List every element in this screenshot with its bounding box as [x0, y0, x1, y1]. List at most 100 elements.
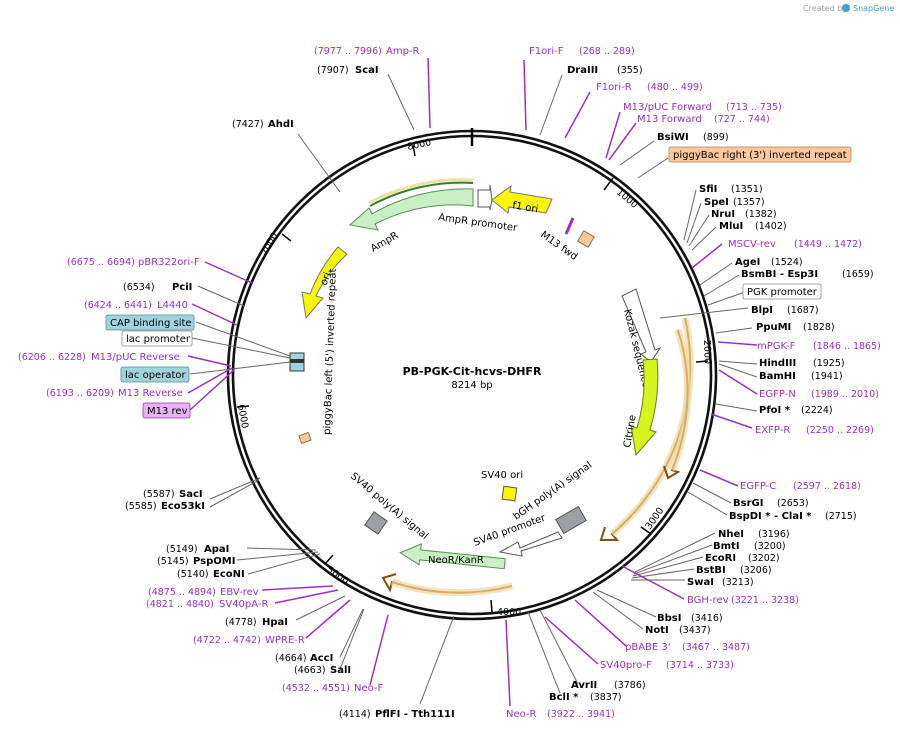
- svg-text:DraIII: DraIII: [567, 65, 598, 76]
- primer-m13-reverse[interactable]: (6193 .. 6209)M13 Reverse: [46, 388, 183, 399]
- piggybac-left-marker[interactable]: [298, 431, 312, 445]
- enzyme-acci[interactable]: (4664)AccI: [275, 653, 333, 664]
- primer-amp-r[interactable]: (7977 .. 7996)Amp-R: [314, 46, 420, 57]
- primer-m13-forward[interactable]: M13 Forward(727 .. 744): [637, 114, 770, 125]
- svg-text:(355): (355): [617, 65, 643, 76]
- enzyme-avrii[interactable]: AvrII(3786): [571, 680, 646, 691]
- enzyme-bstbi[interactable]: BstBI(3206): [696, 565, 772, 576]
- primer-m13-puc-reverse[interactable]: (6206 .. 6228)M13/pUC Reverse: [18, 352, 180, 363]
- enzyme-mlui[interactable]: MluI(1402): [719, 221, 787, 232]
- primer-bgh-rev[interactable]: BGH-rev(3221 .. 3238): [687, 595, 799, 606]
- svg-text:(6534): (6534): [123, 282, 155, 293]
- label-pgk-promoter[interactable]: PGK promoter: [742, 283, 822, 300]
- svg-text:(2597 .. 2618): (2597 .. 2618): [793, 481, 861, 492]
- ampr-arrow[interactable]: [348, 188, 474, 231]
- svg-text:BstBI: BstBI: [696, 565, 726, 576]
- ori-arrow[interactable]: [301, 246, 348, 320]
- label-m13-rev[interactable]: M13 rev: [142, 402, 191, 419]
- primer-f1ori-f[interactable]: F1ori-F(268 .. 289): [529, 46, 635, 57]
- enzyme-spei[interactable]: SpeI(1357): [704, 197, 765, 208]
- enzyme-nrui[interactable]: NruI(1382): [711, 209, 777, 220]
- m13-fwd-label: M13 fwd: [538, 229, 579, 262]
- primer-wpre-r[interactable]: (4722 .. 4742)WPRE-R: [193, 635, 305, 646]
- kozak-arrow[interactable]: [621, 288, 662, 363]
- label-lac-promoter[interactable]: lac promoter: [121, 330, 193, 347]
- enzyme-agei[interactable]: AgeI(1524): [735, 257, 803, 268]
- ampr-promoter-arrow[interactable]: [477, 184, 493, 211]
- enzyme-apai[interactable]: (5149)ApaI: [166, 544, 229, 555]
- primer-mscv-rev[interactable]: MSCV-rev(1449 .. 1472): [728, 239, 862, 250]
- primer-sv40pro-f[interactable]: SV40pro-F(3714 .. 3733): [600, 660, 734, 671]
- svg-text:(4663): (4663): [294, 665, 326, 676]
- primer-f1ori-r[interactable]: F1ori-R(480 .. 499): [596, 82, 703, 93]
- primer-neo-r[interactable]: Neo-R(3922 .. 3941): [506, 709, 615, 720]
- primer-ebv-rev[interactable]: (4875 .. 4894)EBV-rev: [148, 587, 259, 598]
- primer-neo-f[interactable]: (4532 .. 4551)Neo-F: [282, 683, 384, 694]
- enzyme-bcli[interactable]: BclI *(3837): [549, 692, 622, 703]
- svg-text:BsiWI: BsiWI: [657, 132, 689, 143]
- enzyme-pcii[interactable]: (6534)PciI: [123, 282, 192, 293]
- enzyme-hpai[interactable]: (4778)HpaI: [225, 617, 288, 628]
- enzyme-eco53ki[interactable]: (5585)Eco53kI: [125, 501, 205, 512]
- enzyme-blpi[interactable]: BlpI(1687): [751, 305, 819, 316]
- svg-text:Amp-R: Amp-R: [386, 46, 420, 57]
- enzyme-bspdi-clai[interactable]: BspDI * - ClaI *(2715): [729, 511, 857, 522]
- svg-text:(3467 .. 3487): (3467 .. 3487): [682, 642, 750, 653]
- primer-pbr322ori-f[interactable]: (6675 .. 6694)pBR322ori-F: [67, 257, 200, 268]
- sv40-polya-marker[interactable]: [364, 511, 388, 535]
- label-lac-operator[interactable]: lac operator: [120, 366, 190, 383]
- enzyme-ppumi[interactable]: PpuMI(1828): [756, 322, 835, 333]
- f1-ori-arrow[interactable]: [491, 184, 553, 214]
- enzyme-bsiwi[interactable]: BsiWI(899): [657, 132, 729, 143]
- primer-exfp-r[interactable]: EXFP-R(2250 .. 2269): [755, 425, 874, 436]
- enzyme-pspomi[interactable]: (5145)PspOMI: [157, 556, 235, 567]
- enzyme-nhei[interactable]: NheI(3196): [718, 529, 790, 540]
- sv40-promoter-arrow[interactable]: [498, 531, 563, 557]
- enzyme-bbsi[interactable]: BbsI(3416): [657, 613, 723, 624]
- enzyme-hindiii[interactable]: HindIII(1925): [759, 358, 845, 369]
- enzyme-econi[interactable]: (5140)EcoNI: [177, 569, 245, 580]
- svg-text:pBABE 3': pBABE 3': [625, 642, 671, 653]
- citrine-arrow[interactable]: [630, 358, 659, 457]
- svg-text:WPRE-R: WPRE-R: [265, 635, 305, 646]
- primer-sv40pa-r[interactable]: (4821 .. 4840)SV40pA-R: [146, 599, 268, 610]
- enzyme-bsrgi[interactable]: BsrGI(2653): [733, 498, 809, 509]
- enzyme-bsmbi-esp3i[interactable]: BsmBI - Esp3I(1659): [741, 269, 874, 280]
- svg-text:(7907): (7907): [317, 65, 349, 76]
- svg-text:BclI *: BclI *: [549, 692, 579, 703]
- enzyme-noti[interactable]: NotI(3437): [645, 625, 711, 636]
- enzyme-saci[interactable]: (5587)SacI: [143, 489, 203, 500]
- enzyme-sfii[interactable]: SfiI(1351): [699, 184, 763, 195]
- m13-fwd-marker[interactable]: [564, 217, 575, 235]
- bgh-polya-marker[interactable]: [555, 505, 587, 535]
- primer-mpgk-f[interactable]: mPGK-F(1846 .. 1865): [757, 341, 881, 352]
- snapgene-credit[interactable]: Created by SnapGene: [803, 4, 894, 13]
- enzyme-draiii[interactable]: DraIII (355): [567, 65, 643, 76]
- primer-l4440[interactable]: (6424 .. 6441)L4440: [84, 300, 188, 311]
- enzyme-sali[interactable]: (4663)SalI: [294, 665, 351, 676]
- piggybac-right-marker[interactable]: [577, 230, 595, 248]
- orf-arc-bottom-highlight: [390, 578, 513, 597]
- primer-egfp-c[interactable]: EGFP-C(2597 .. 2618): [740, 481, 861, 492]
- plasmid-length: 8214 bp: [451, 380, 492, 391]
- svg-text:(1925): (1925): [813, 358, 845, 369]
- enzyme-ecori[interactable]: EcoRI(3202): [705, 553, 780, 564]
- primer-pbabe-3[interactable]: pBABE 3' (3467 .. 3487): [625, 642, 750, 653]
- neor-arrow[interactable]: [399, 542, 506, 574]
- enzyme-ahdi[interactable]: (7427)AhdI: [232, 119, 294, 130]
- svg-text:(2715): (2715): [825, 511, 857, 522]
- enzyme-scai[interactable]: (7907)ScaI: [317, 65, 379, 76]
- label-piggybac-right[interactable]: piggyBac right (3') inverted repeat: [668, 146, 852, 163]
- svg-text:(4532 .. 4551): (4532 .. 4551): [282, 683, 350, 694]
- enzyme-bmti[interactable]: BmtI(3200): [713, 541, 786, 552]
- sv40-ori-marker[interactable]: [501, 485, 518, 502]
- enzyme-bamhi[interactable]: BamHI(1941): [759, 371, 843, 382]
- enzyme-swai[interactable]: SwaI(3213): [687, 577, 754, 588]
- svg-text:M13/pUC Forward: M13/pUC Forward: [623, 102, 712, 113]
- label-cap-binding-site[interactable]: CAP binding site: [105, 314, 195, 331]
- svg-text:Eco53kI: Eco53kI: [161, 501, 205, 512]
- enzyme-pfoi[interactable]: PfoI *(2224): [759, 405, 833, 416]
- enzyme-pflfi-tth111i[interactable]: (4114)PflFI - Tth111I: [339, 709, 455, 720]
- primer-m13-puc-forward[interactable]: M13/pUC Forward(713 .. 735): [623, 102, 782, 113]
- primer-egfp-n[interactable]: EGFP-N(1989 .. 2010): [759, 389, 879, 400]
